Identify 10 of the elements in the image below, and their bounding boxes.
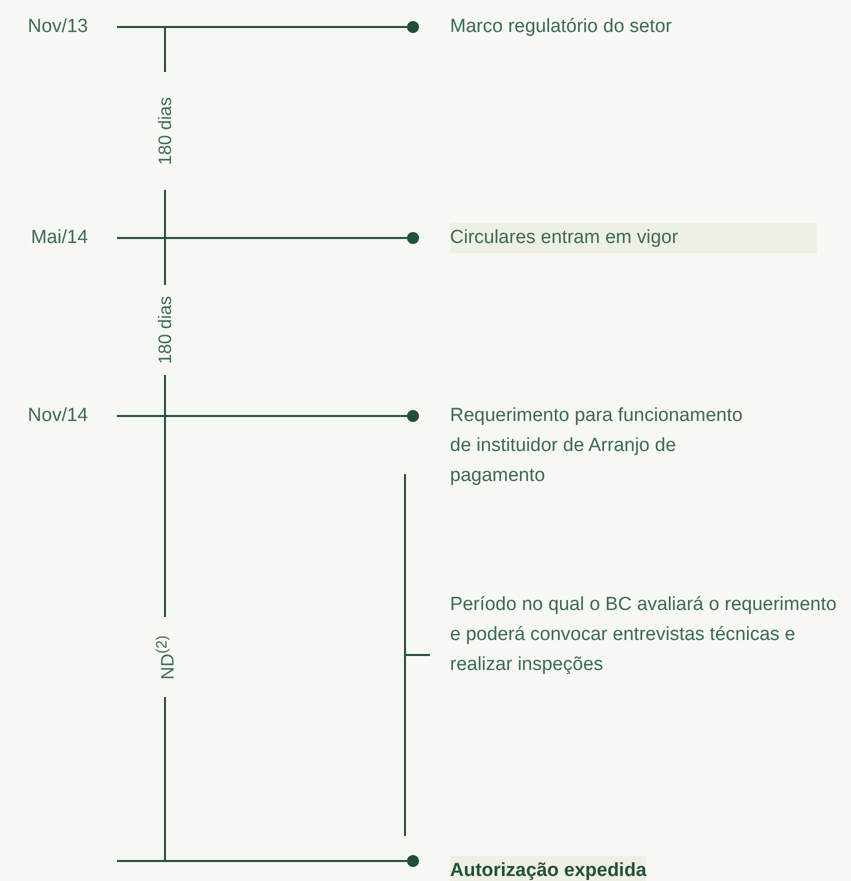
duration-label: 180 dias [154,96,176,166]
date-label: Nov/13 [28,15,88,39]
event-text: Marco regulatório do setor [450,15,672,39]
date-label: Mai/14 [30,226,88,250]
duration-label: 180 dias [154,296,176,364]
date-label: Nov/14 [28,404,88,428]
note-text: Período no qual o BC avaliará o requerimento e poderá convocar entrevistas técnicas e realizar inspeções [450,593,838,677]
event-text: Autorização expedida [450,856,646,881]
event-text: Requerimento para funcionamento de instituidor de Arranjo de pagamento [450,404,744,488]
event-text: Circulares entram em vigor [450,223,817,253]
